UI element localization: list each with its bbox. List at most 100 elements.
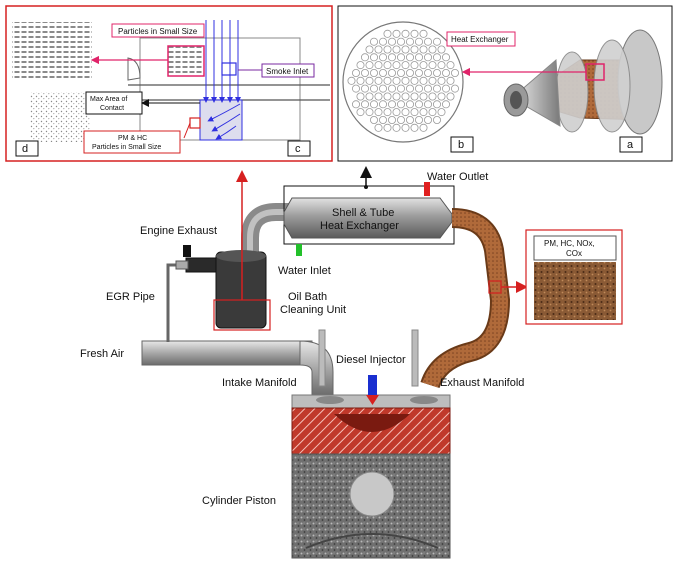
tube-hole (428, 61, 437, 70)
tube-hole (401, 123, 410, 132)
tube-hole (401, 45, 410, 54)
label-shell-tube-1: Shell & Tube (332, 207, 394, 219)
label-pm-hc-2: Particles in Small Size (92, 144, 161, 151)
soot-texture (534, 262, 616, 320)
label-smoke-inlet: Smoke Inlet (266, 67, 309, 76)
tube-holes (347, 29, 459, 132)
tube-hole (347, 76, 356, 85)
egr-pipe-line (166, 263, 210, 342)
label-exhaust-manifold: Exhaust Manifold (440, 377, 524, 389)
tube-hole (383, 108, 392, 117)
tube-hole (369, 69, 378, 78)
shell-tube-heat-exchanger: Shell & Tube Heat Exchanger (283, 182, 455, 256)
tube-hole (405, 37, 414, 46)
tube-hole (410, 29, 419, 38)
tube-hole (392, 61, 401, 70)
panel-id-c: c (295, 143, 301, 155)
tube-hole (401, 61, 410, 70)
tube-hole (383, 61, 392, 70)
tube-hole (419, 108, 428, 117)
tube-hole (351, 84, 360, 93)
tube-hole (387, 53, 396, 62)
tube-hole (432, 53, 441, 62)
pollutants-inset: PM, HC, NOx, COx (525, 229, 623, 325)
label-oil-bath-2: Cleaning Unit (280, 304, 346, 316)
tube-hole (432, 84, 441, 93)
tube-hole (414, 116, 423, 125)
tube-hole (446, 76, 455, 85)
tube-hole (401, 76, 410, 85)
tube-hole (419, 45, 428, 54)
label-intake-manifold: Intake Manifold (222, 377, 297, 389)
label-pm-hc-1: PM & HC (118, 135, 147, 142)
tube-hole (356, 76, 365, 85)
label-max-area-1: Max Area of (90, 96, 127, 103)
tube-hole (392, 45, 401, 54)
tube-hole (383, 92, 392, 101)
panel-id-d: d (22, 143, 28, 155)
tube-hole (360, 53, 369, 62)
tube-hole (374, 76, 383, 85)
tube-hole (450, 84, 459, 93)
tube-hole (441, 53, 450, 62)
tube-hole (387, 37, 396, 46)
tube-hole (392, 123, 401, 132)
label-particles-small: Particles in Small Size (118, 27, 198, 36)
tube-hole (423, 100, 432, 109)
tube-hole (405, 116, 414, 125)
tube-hole (410, 45, 419, 54)
tube-hole (351, 100, 360, 109)
tube-hole (414, 53, 423, 62)
tube-hole (428, 76, 437, 85)
tube-hole (432, 69, 441, 78)
tube-hole (378, 53, 387, 62)
particle-grid-texture (12, 22, 92, 80)
tube-hole (410, 123, 419, 132)
tube-hole (401, 108, 410, 117)
tube-hole (401, 29, 410, 38)
tube-hole (410, 61, 419, 70)
tube-hole (374, 123, 383, 132)
tube-hole (387, 100, 396, 109)
oil-bath-tank (215, 251, 267, 329)
tube-hole (419, 61, 428, 70)
piston-pin (349, 471, 395, 517)
tube-hole (383, 123, 392, 132)
label-engine-exhaust: Engine Exhaust (140, 225, 217, 237)
tube-hole (369, 100, 378, 109)
tube-hole (356, 108, 365, 117)
tube-hole (383, 76, 392, 85)
tube-hole (369, 116, 378, 125)
tube-hole (419, 123, 428, 132)
label-water-outlet: Water Outlet (427, 171, 488, 183)
tube-hole (432, 116, 441, 125)
tube-hole (414, 37, 423, 46)
tube-hole (432, 100, 441, 109)
tube-hole (405, 69, 414, 78)
label-egr-pipe: EGR Pipe (106, 291, 155, 303)
tube-hole (410, 76, 419, 85)
tube-hole (378, 116, 387, 125)
heat-exchanger-3d (503, 29, 663, 135)
panel-id-a: a (627, 139, 634, 151)
tube-hole (365, 108, 374, 117)
detail-panel-cd: Particles in Small Size Smoke Inlet Max … (5, 5, 333, 162)
tube-hole (356, 92, 365, 101)
tube-hole (387, 84, 396, 93)
tube-hole (383, 45, 392, 54)
tube-hole (356, 61, 365, 70)
tube-hole (446, 61, 455, 70)
tube-hole (396, 100, 405, 109)
tube-hole (365, 45, 374, 54)
tube-hole (405, 53, 414, 62)
water-outlet-port (424, 182, 430, 196)
label-water-inlet: Water Inlet (278, 265, 331, 277)
tube-hole (414, 84, 423, 93)
tube-hole (419, 76, 428, 85)
label-shell-tube-2: Heat Exchanger (320, 220, 399, 232)
tube-hole (392, 76, 401, 85)
tube-hole (378, 37, 387, 46)
particle-grid-highlight (167, 45, 205, 77)
tube-hole (360, 84, 369, 93)
